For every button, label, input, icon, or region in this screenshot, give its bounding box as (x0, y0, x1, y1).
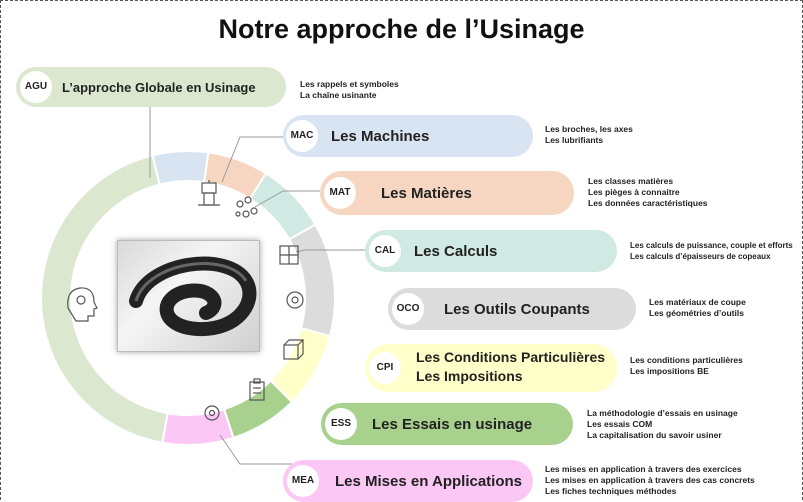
module-mac-title: Les Machines (331, 128, 430, 145)
module-cpi[interactable] (365, 344, 617, 392)
desc-line: Les lubrifiants (545, 135, 604, 145)
module-mat[interactable] (320, 171, 574, 215)
module-mea-title: Les Mises en Applications (335, 473, 522, 490)
desc-line: Les mises en application à travers des e… (545, 464, 742, 474)
desc-line: Les données caractéristiques (588, 198, 708, 208)
desc-line: Les pièges à connaitre (588, 187, 680, 197)
ring-segment-mac (151, 150, 210, 186)
desc-line: Les conditions particulières (630, 355, 743, 365)
module-mac-code: MAC (286, 120, 318, 152)
desc-line: Les calculs de puissance, couple et effo… (630, 241, 793, 250)
page-title: Notre approche de l’Usinage (218, 14, 585, 44)
module-oco[interactable] (388, 288, 636, 330)
cube-icon (283, 339, 305, 360)
module-oco-desc: Les matériaux de coupe Les géométries d’… (649, 297, 746, 319)
module-oco-code: OCO (392, 293, 424, 325)
desc-line: Les classes matières (588, 176, 674, 186)
calculator-icon (279, 245, 299, 265)
head-gear-icon (67, 287, 98, 322)
module-agu[interactable] (16, 67, 286, 107)
module-cpi-title: Les Conditions Particulières (416, 349, 606, 365)
desc-line: Les matériaux de coupe (649, 297, 746, 307)
module-mat-desc: Les classes matières Les pièges à connai… (588, 176, 708, 209)
gears-cycle-icon (204, 405, 220, 421)
module-mat-title: Les Matières (381, 185, 472, 202)
module-agu-desc: Les rappels et symboles La chaîne usinan… (300, 79, 399, 101)
module-mea[interactable] (283, 460, 533, 502)
materials-icon (235, 196, 258, 218)
module-cal-desc: Les calculs de puissance, couple et effo… (630, 240, 793, 262)
module-mea-code: MEA (287, 465, 319, 497)
blade-icon (286, 291, 304, 309)
desc-line: La capitalisation du savoir usiner (587, 430, 722, 440)
desc-line: Les impositions BE (630, 366, 709, 376)
module-cal[interactable] (365, 230, 617, 272)
module-ess-code: ESS (325, 408, 357, 440)
desc-line: Les broches, les axes (545, 124, 633, 134)
machining-chip-photo (117, 240, 260, 352)
desc-line: Les calculs d’épaisseurs de copeaux (630, 252, 771, 261)
module-oco-title: Les Outils Coupants (444, 301, 590, 318)
desc-line: La chaîne usinante (300, 90, 377, 100)
module-cal-code: CAL (369, 235, 401, 267)
module-agu-code: AGU (20, 71, 52, 103)
module-ess-title: Les Essais en usinage (372, 416, 533, 433)
module-agu-title: L’approche Globale en Usinage (62, 80, 256, 95)
module-cpi-desc: Les conditions particulières Les imposit… (630, 355, 743, 377)
module-mac[interactable] (283, 115, 533, 157)
module-mat-code: MAT (324, 177, 356, 209)
clipboard-icon (249, 378, 265, 401)
desc-line: Les mises en application à travers des c… (545, 475, 755, 485)
desc-line: Les rappels et symboles (300, 79, 399, 89)
module-cpi-title2: Les Impositions (416, 368, 523, 384)
desc-line: Les géométries d’outils (649, 308, 744, 318)
desc-line: La méthodologie d’essais en usinage (587, 408, 738, 418)
module-ess-desc: La méthodologie d’essais en usinage Les … (587, 408, 738, 441)
module-cpi-code: CPI (369, 352, 401, 384)
desc-line: Les essais COM (587, 419, 653, 429)
desc-line: Les fiches techniques méthodes (545, 486, 677, 496)
module-mea-desc: Les mises en application à travers des e… (545, 464, 755, 497)
machine-icon (198, 180, 220, 206)
module-cal-title: Les Calculs (414, 243, 498, 260)
module-mac-desc: Les broches, les axes Les lubrifiants (545, 124, 633, 146)
module-ess[interactable] (321, 403, 573, 445)
